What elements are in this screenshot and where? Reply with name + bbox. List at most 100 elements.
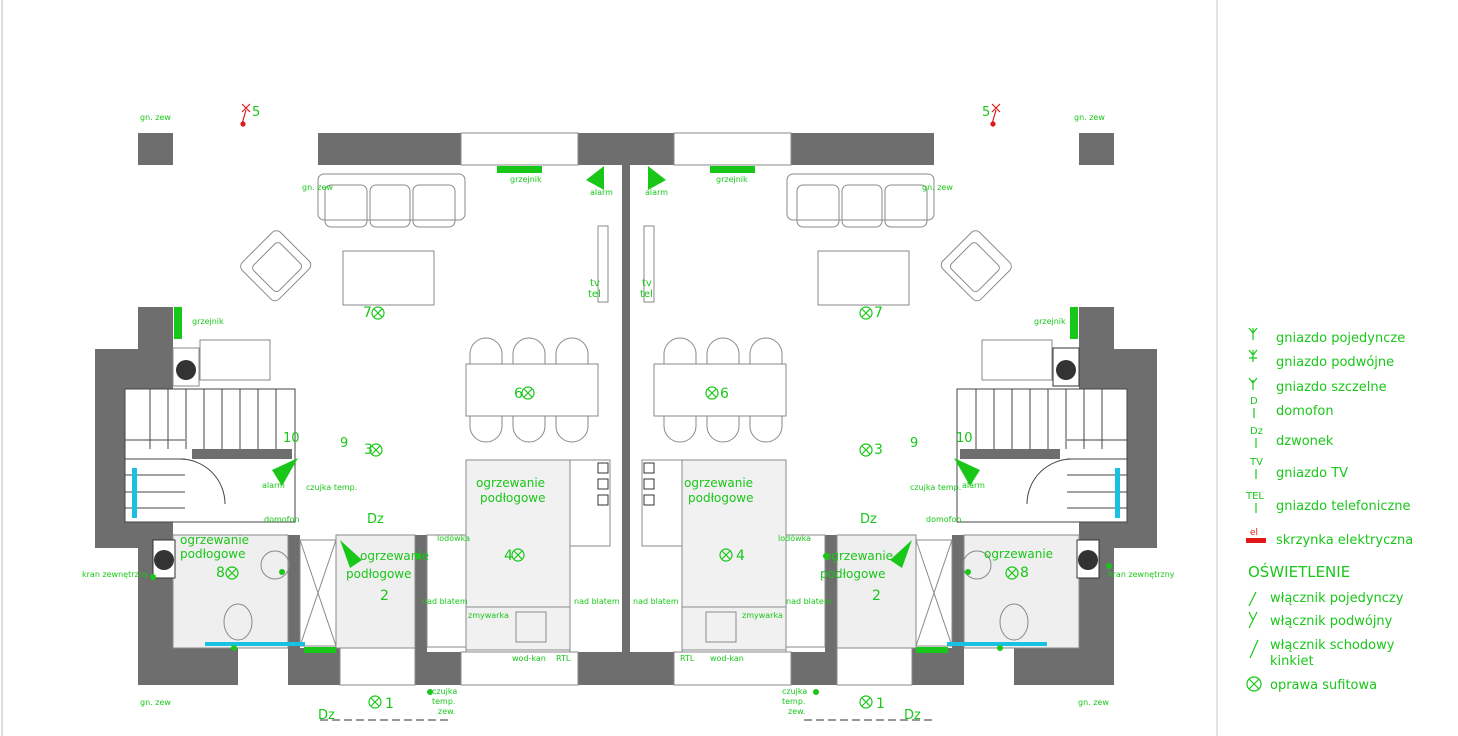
chairs-top	[469, 337, 589, 364]
tv-cabinet	[597, 225, 609, 303]
label-intercom: domofon	[264, 515, 299, 524]
double-switch-icon	[1248, 611, 1258, 629]
label-alarm: alarm	[645, 188, 668, 197]
ceiling-lamp-icon	[719, 548, 733, 562]
switch-dot	[990, 121, 996, 127]
bathroom-heated-floor	[963, 534, 1080, 649]
wall-top-left	[791, 133, 934, 165]
lamp-number: 5	[982, 105, 990, 120]
single-switch-icon	[1248, 591, 1257, 607]
ceiling-lamp-icon	[511, 548, 525, 562]
label-floor-heating: ogrzewanie	[476, 476, 545, 490]
label-intercom: domofon	[926, 515, 961, 524]
wardrobe	[299, 539, 337, 647]
alarm-sensor	[890, 540, 912, 568]
washer-2-drum	[154, 550, 174, 570]
label-tel: tel	[588, 289, 601, 300]
legend-label: skrzynka elektryczna	[1276, 533, 1413, 548]
sofa-seat	[884, 184, 928, 228]
wall-stair	[1127, 389, 1157, 522]
pipe-bottom	[205, 642, 305, 646]
label-above-counter: nad blatem	[633, 597, 679, 606]
outdoor-pillar-left	[138, 133, 173, 165]
oven-box	[643, 478, 655, 490]
sofa-seat	[412, 184, 456, 228]
label-above-counter: nad blatem	[422, 597, 468, 606]
armchair	[240, 230, 312, 302]
party-wall	[622, 133, 630, 685]
label-outdoor-temp: zew.	[438, 707, 455, 716]
label-floor-heating: ogrzewanie	[684, 476, 753, 490]
switch-dot	[240, 121, 246, 127]
sofa	[317, 173, 466, 221]
label-floor-heating: ogrzewanie	[824, 549, 893, 563]
label-floor-heating: podłogowe	[480, 491, 545, 505]
legend-label: gniazdo podwójne	[1276, 355, 1394, 370]
alarm-sensor	[340, 540, 362, 568]
ceiling-lamp-icon	[705, 386, 719, 400]
tv-cabinet	[643, 225, 655, 303]
door-bottom	[339, 647, 416, 686]
alarm-sensor	[586, 166, 604, 190]
wall-bottom-right	[578, 652, 622, 685]
right-ceiling-lamps	[705, 306, 1019, 709]
ceiling-lamp-icon	[859, 695, 873, 709]
armchair	[940, 230, 1012, 302]
label-outdoor-tap: kran zewnętrzny	[1108, 570, 1175, 579]
door-bottom	[836, 647, 913, 686]
legend-label: dzwonek	[1276, 434, 1334, 449]
label-radiator: grzejnik	[510, 175, 542, 184]
label-outdoor-temp: temp.	[782, 697, 805, 706]
legend-label: gniazdo szczelne	[1276, 380, 1387, 395]
legend-symbol: TV	[1249, 457, 1263, 468]
ceiling-lamp-icon	[1246, 676, 1262, 692]
legend-label: gniazdo TV	[1276, 466, 1348, 481]
chairs-top	[663, 337, 783, 364]
alarm-sensor	[272, 458, 298, 486]
staircase	[124, 388, 296, 523]
counter-left	[785, 534, 826, 648]
lamp-number: 6	[514, 386, 523, 402]
washbasin	[260, 550, 290, 580]
label-outdoor-socket: gn. zew	[140, 113, 171, 122]
label-above-counter: nad blatem	[786, 597, 832, 606]
label-doorbell: Dz	[860, 512, 877, 527]
wall-kitchen-left	[415, 535, 427, 685]
legend-label: oprawa sufitowa	[1270, 678, 1377, 693]
oven-box	[643, 462, 655, 474]
lamp-number: 9	[910, 436, 918, 451]
lamp-number: 4	[736, 548, 745, 564]
stair-turn	[1026, 458, 1073, 505]
coffee-table	[342, 250, 435, 306]
label-doorbell: Dz	[318, 708, 335, 723]
label-floor-heating: ogrzewanie	[360, 549, 429, 563]
right-unit	[630, 132, 1157, 721]
counter-bottom	[681, 606, 787, 653]
radiator-side	[1070, 307, 1078, 339]
single-socket-icon	[1248, 327, 1258, 340]
lamp-number: 10	[283, 431, 300, 446]
washer	[172, 347, 200, 387]
legend-label: kinkiet	[1270, 654, 1314, 669]
toilet	[999, 603, 1029, 641]
wall-top-mid	[630, 133, 674, 165]
left-ceiling-lamps	[225, 306, 535, 709]
label-outdoor-socket: gn. zew	[1078, 698, 1109, 707]
label-outdoor-tap: kran zewnętrzny	[82, 570, 149, 579]
label-tel: tel	[640, 289, 653, 300]
lamp-number: 8	[216, 565, 225, 581]
lamp-number: 3	[364, 442, 373, 458]
lamp-number: 1	[876, 696, 885, 712]
wall-top-left	[318, 133, 461, 165]
wardrobe-cross	[915, 539, 953, 647]
radiator-top	[497, 166, 542, 173]
sofa-seat	[796, 184, 840, 228]
label-outdoor-temp: czujka	[782, 687, 807, 696]
ceiling-lamp-icon	[859, 443, 873, 457]
window-top	[673, 132, 792, 166]
stair-switch-icon	[1249, 639, 1259, 659]
chairs-bottom	[469, 416, 589, 443]
wall-stair-inner	[192, 449, 292, 459]
outdoor-pillar	[1079, 133, 1114, 165]
label-outdoor-socket: gn. zew	[922, 183, 953, 192]
